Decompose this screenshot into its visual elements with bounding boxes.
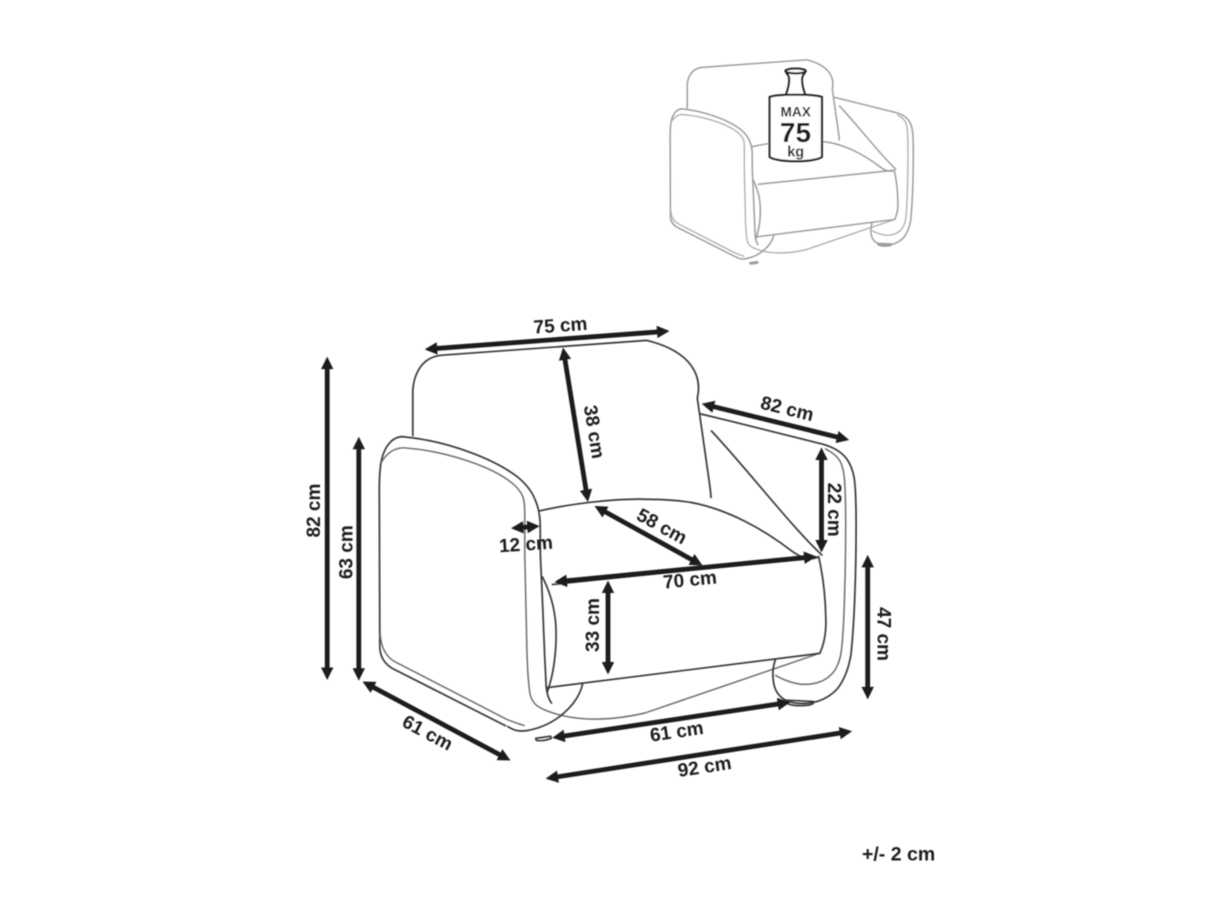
svg-text:75: 75 xyxy=(780,117,811,148)
svg-text:82 cm: 82 cm xyxy=(304,484,325,538)
svg-text:kg: kg xyxy=(787,144,804,160)
svg-text:63 cm: 63 cm xyxy=(337,525,358,579)
svg-text:12 cm: 12 cm xyxy=(498,533,553,558)
svg-text:70 cm: 70 cm xyxy=(662,567,718,593)
svg-text:33 cm: 33 cm xyxy=(583,598,604,652)
svg-text:+/- 2 cm: +/- 2 cm xyxy=(862,844,935,866)
svg-text:75 cm: 75 cm xyxy=(533,314,588,339)
svg-text:22 cm: 22 cm xyxy=(823,483,844,537)
svg-text:MAX: MAX xyxy=(780,104,811,119)
svg-text:47 cm: 47 cm xyxy=(873,607,894,661)
